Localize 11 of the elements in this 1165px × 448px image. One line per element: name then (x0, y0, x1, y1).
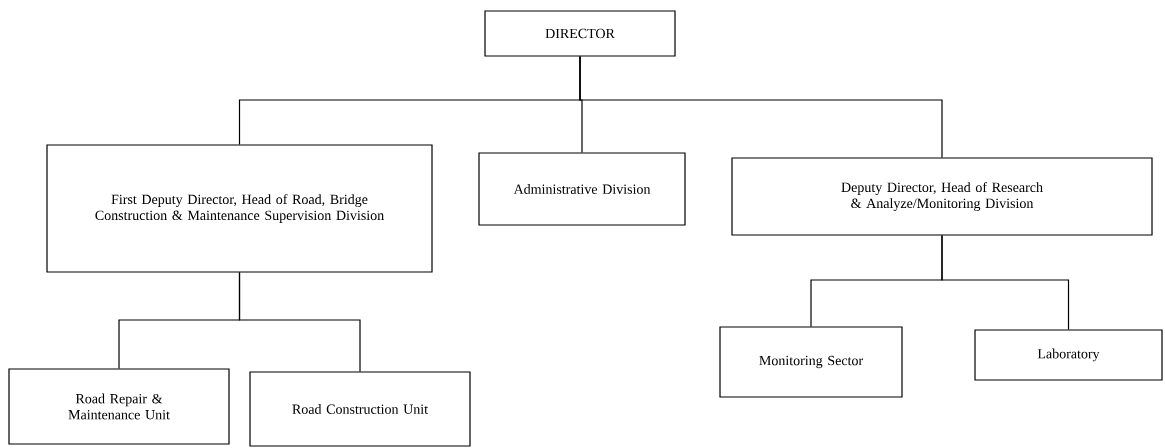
connector-line (238, 272, 361, 372)
org-box: Road Construction Unit (249, 371, 471, 447)
org-box: Laboratory (974, 329, 1163, 381)
org-box: Monitoring Sector (719, 326, 903, 398)
org-box: Administrative Division (478, 152, 686, 226)
org-box: First Deputy Director, Head of Road, Bridge Construction & Maintenance Supervision Division (46, 144, 433, 273)
connector-line (579, 56, 943, 158)
connector-line (941, 235, 1070, 330)
org-box: Deputy Director, Head of Research & Analyze/Monitoring Division (731, 157, 1153, 236)
org-box: DIRECTOR (484, 10, 676, 57)
org-box: Road Repair & Maintenance Unit (8, 368, 230, 445)
